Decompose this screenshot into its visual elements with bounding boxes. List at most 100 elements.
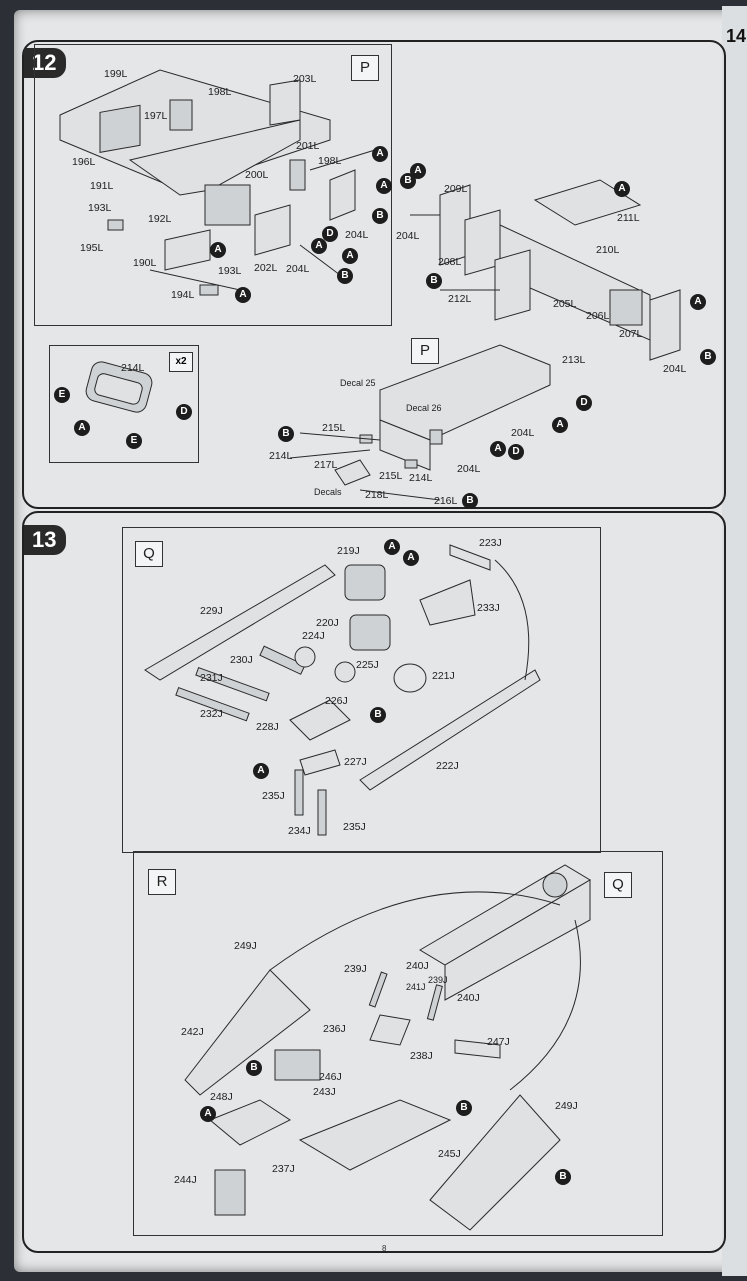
part-label: 239J bbox=[344, 963, 367, 975]
part-label: 228J bbox=[256, 721, 279, 733]
part-label: 249J bbox=[234, 940, 257, 952]
part-label: 238J bbox=[410, 1050, 433, 1062]
callout-d: D bbox=[176, 404, 192, 420]
callout-a: A bbox=[235, 287, 251, 303]
callout-d: D bbox=[322, 226, 338, 242]
step-12-inset-panel bbox=[49, 345, 199, 463]
part-label: 223J bbox=[479, 537, 502, 549]
part-label: 241J bbox=[406, 982, 426, 992]
part-label: 215L bbox=[379, 470, 403, 482]
part-label: 201L bbox=[296, 140, 320, 152]
part-label: 210L bbox=[596, 244, 620, 256]
part-label: 195L bbox=[80, 242, 104, 254]
part-label: 204L bbox=[457, 463, 481, 475]
part-label: 192L bbox=[148, 213, 172, 225]
part-label: 218L bbox=[365, 489, 389, 501]
step-13-number: 13 bbox=[24, 525, 67, 555]
part-label: 235J bbox=[343, 821, 366, 833]
part-label: 247J bbox=[487, 1036, 510, 1048]
part-label: 204L bbox=[663, 363, 687, 375]
part-label: 235J bbox=[262, 790, 285, 802]
callout-b: B bbox=[400, 173, 416, 189]
callout-d: D bbox=[508, 444, 524, 460]
part-label: 243J bbox=[313, 1086, 336, 1098]
part-label: 214L bbox=[121, 362, 145, 374]
callout-a: A bbox=[253, 763, 269, 779]
part-label: 248J bbox=[210, 1091, 233, 1103]
part-label: 193L bbox=[218, 265, 242, 277]
part-label: 203L bbox=[293, 73, 317, 85]
callout-a: A bbox=[490, 441, 506, 457]
callout-b: B bbox=[278, 426, 294, 442]
part-label: 230J bbox=[230, 654, 253, 666]
part-label: 220J bbox=[316, 617, 339, 629]
part-label: 215L bbox=[322, 422, 346, 434]
part-label: 211L bbox=[617, 212, 640, 224]
panel-tag-p: P bbox=[351, 55, 379, 81]
part-label: 226J bbox=[325, 695, 348, 707]
callout-b: B bbox=[700, 349, 716, 365]
part-label: 246J bbox=[319, 1071, 342, 1083]
part-label: 208L bbox=[438, 256, 462, 268]
callout-a: A bbox=[210, 242, 226, 258]
part-label: 231J bbox=[200, 672, 223, 684]
part-label: 240J bbox=[457, 992, 480, 1004]
part-label: 219J bbox=[337, 545, 360, 557]
cab-assembly-drawing bbox=[184, 864, 591, 1231]
part-label: 240J bbox=[406, 960, 429, 972]
step-12-frame bbox=[22, 40, 726, 509]
next-page-edge bbox=[722, 6, 747, 1276]
part-label: 217L bbox=[314, 459, 338, 471]
chassis-drawing bbox=[289, 344, 551, 501]
step-12-number: 12 bbox=[24, 48, 67, 78]
page-number: 8 bbox=[382, 1244, 387, 1253]
side-wall-drawing bbox=[410, 179, 681, 361]
callout-a: A bbox=[200, 1106, 216, 1122]
callout-d: D bbox=[576, 395, 592, 411]
callout-a: A bbox=[403, 550, 419, 566]
part-label: 204L bbox=[396, 230, 420, 242]
part-label: 206L bbox=[586, 310, 610, 322]
part-label: 198L bbox=[318, 155, 342, 167]
part-label: 204L bbox=[286, 263, 310, 275]
part-label: 239J bbox=[428, 975, 448, 985]
part-label: 225J bbox=[356, 659, 379, 671]
decal-label: Decal 25 bbox=[340, 378, 376, 388]
part-label: 202L bbox=[254, 262, 278, 274]
panel-tag-p-2: P bbox=[411, 338, 439, 364]
part-label: 197L bbox=[144, 110, 168, 122]
step-13-panel-r bbox=[133, 851, 663, 1236]
callout-b: B bbox=[372, 208, 388, 224]
part-label: 222J bbox=[436, 760, 459, 772]
part-label: 199L bbox=[104, 68, 128, 80]
part-label: 234J bbox=[288, 825, 311, 837]
hull-floor-drawing bbox=[59, 69, 376, 296]
part-label: 227J bbox=[344, 756, 367, 768]
callout-a: A bbox=[384, 539, 400, 555]
callout-a: A bbox=[614, 181, 630, 197]
part-label: 232J bbox=[200, 708, 223, 720]
part-label: 204L bbox=[511, 427, 535, 439]
part-label: 191L bbox=[90, 180, 114, 192]
part-label: 236J bbox=[323, 1023, 346, 1035]
callout-a: A bbox=[311, 238, 327, 254]
callout-b: B bbox=[555, 1169, 571, 1185]
part-label: 212L bbox=[448, 293, 472, 305]
decal-label: Decals bbox=[314, 487, 342, 497]
part-label: 207L bbox=[619, 328, 643, 340]
callout-a: A bbox=[552, 417, 568, 433]
part-label: 214L bbox=[409, 472, 433, 484]
part-label: 196L bbox=[72, 156, 96, 168]
part-label: 194L bbox=[171, 289, 195, 301]
next-page-number: 14 bbox=[726, 26, 747, 46]
part-label: 214L bbox=[269, 450, 293, 462]
part-label: 204L bbox=[345, 229, 369, 241]
part-label: 200L bbox=[245, 169, 269, 181]
part-label: 209L bbox=[444, 183, 468, 195]
callout-a: A bbox=[342, 248, 358, 264]
callout-e: E bbox=[54, 387, 70, 403]
part-label: 190L bbox=[133, 257, 157, 269]
part-label: 244J bbox=[174, 1174, 197, 1186]
callout-b: B bbox=[246, 1060, 262, 1076]
